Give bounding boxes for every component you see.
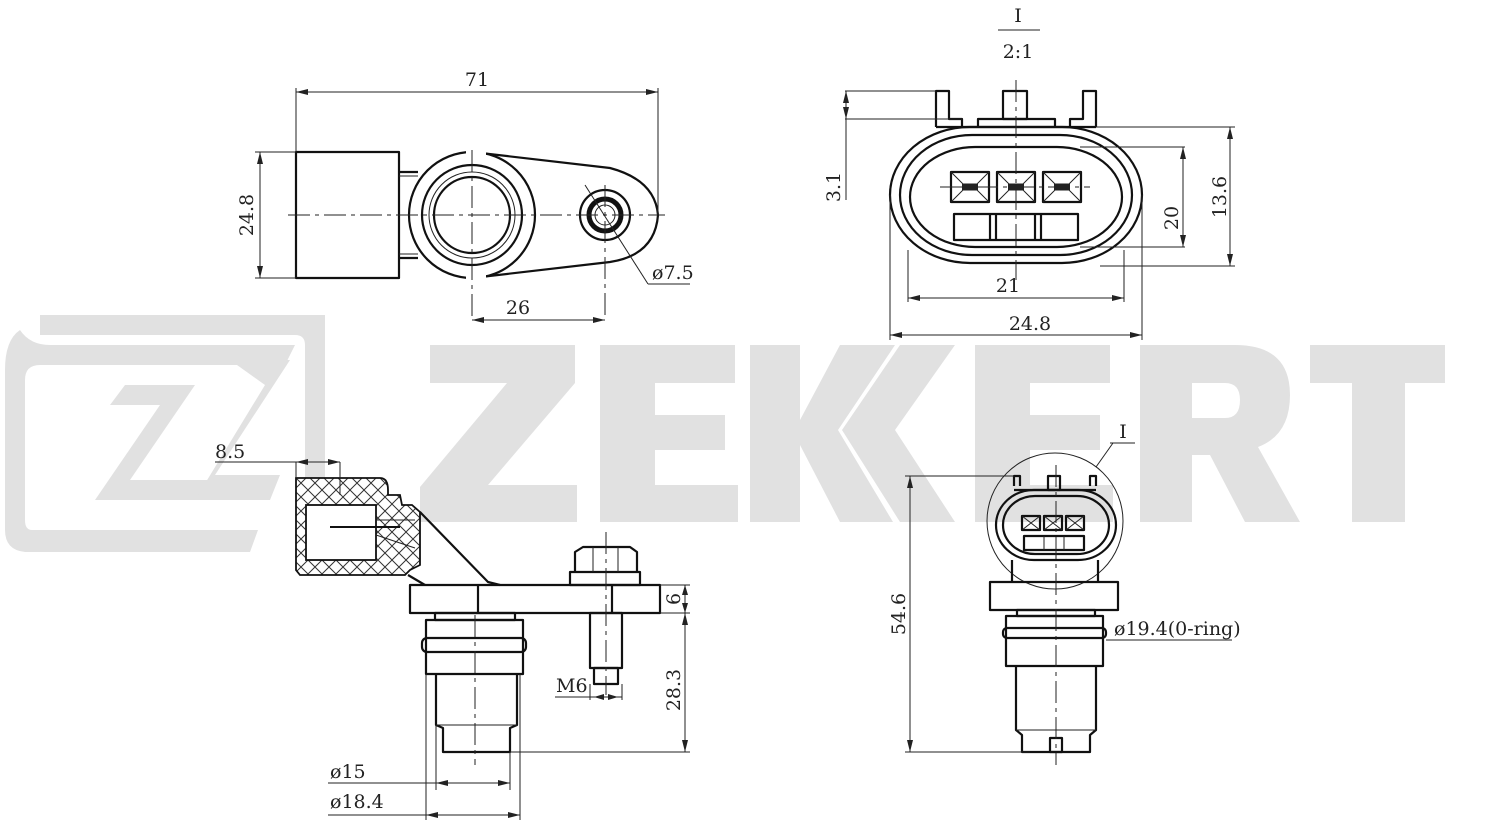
- detail-label: I: [1014, 5, 1022, 27]
- label-tip-diameter: ø15: [330, 761, 366, 783]
- dimension-connector-depth: 8.5: [215, 441, 341, 495]
- top-view: 71 24.8 26 ø7.5: [236, 69, 694, 323]
- side-view: 8.5 6 M6 28.3: [215, 441, 690, 820]
- label-outer-width: 24.8: [1009, 313, 1051, 335]
- dimension-oring-diameter: ø19.4(0-ring): [1106, 618, 1241, 641]
- label-flange-thickness: 6: [663, 593, 685, 605]
- label-outer-height: 13.6: [1209, 176, 1231, 218]
- dimension-hole-diameter: ø7.5: [584, 184, 694, 285]
- dimension-outer-width: 24.8: [889, 195, 1143, 340]
- dimension-probe-length: 28.3: [510, 613, 690, 753]
- label-pin-height: 3.1: [823, 172, 845, 202]
- dimension-length: 71: [295, 69, 659, 215]
- dimension-width: 24.8: [236, 151, 296, 279]
- zekkert-watermark: [5, 315, 1445, 555]
- detail-view: I 2:1: [823, 5, 1235, 340]
- dimension-body-diameter: ø18.4: [328, 674, 521, 820]
- front-view: I 54.6 ø: [888, 421, 1241, 765]
- watermark-logo-icon: [5, 315, 325, 555]
- label-body-diameter: ø18.4: [330, 791, 384, 813]
- label-width: 24.8: [236, 194, 258, 236]
- detail-scale: 2:1: [1003, 41, 1034, 63]
- label-oring-diameter: ø19.4(0-ring): [1114, 618, 1241, 640]
- label-bolt-thread: M6: [556, 675, 588, 697]
- dimension-bolt-thread: M6: [555, 675, 623, 700]
- label-hole-diameter: ø7.5: [652, 262, 694, 284]
- label-connector-depth: 8.5: [215, 441, 245, 463]
- dimension-total-height: 54.6: [888, 475, 1030, 753]
- watermark-text: [420, 345, 1445, 522]
- dimension-pin-height: 3.1: [823, 90, 962, 202]
- dimension-flange-thickness: 6: [660, 584, 690, 614]
- dimension-outer-height: 13.6: [1096, 126, 1235, 267]
- label-inner-height: 20: [1161, 206, 1183, 230]
- label-inner-width: 21: [996, 275, 1020, 297]
- dimension-tip-diameter: ø15: [328, 725, 511, 790]
- detail-ref-label: I: [1119, 421, 1127, 443]
- dimension-hole-spacing: 26: [472, 297, 605, 323]
- dimension-inner-width: 21: [907, 250, 1125, 302]
- label-probe-length: 28.3: [663, 669, 685, 711]
- dimension-inner-height: 20: [1080, 146, 1186, 248]
- label-length: 71: [465, 69, 489, 91]
- label-total-height: 54.6: [888, 593, 910, 635]
- label-hole-spacing: 26: [506, 297, 530, 319]
